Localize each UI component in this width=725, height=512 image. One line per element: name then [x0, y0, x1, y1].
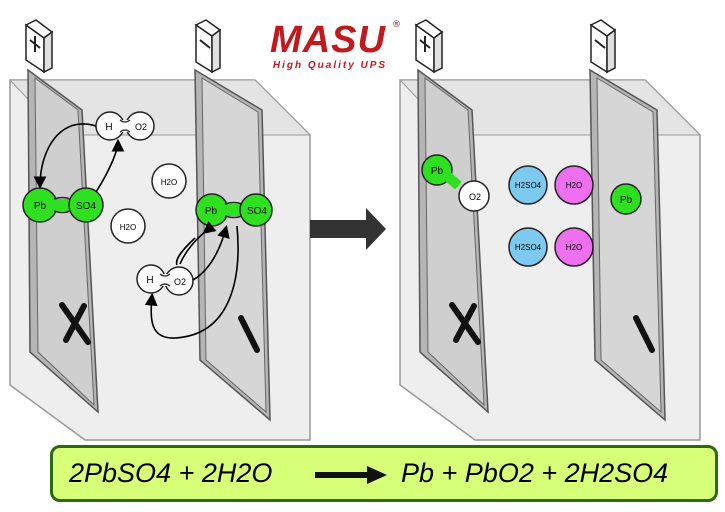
h2so4-label: H2SO4 — [515, 181, 542, 190]
h-label: H — [105, 122, 112, 133]
h-label: H — [146, 275, 153, 286]
o2-label: O2 — [174, 277, 186, 287]
h2o-molecule-1: H2O — [554, 165, 594, 205]
logo-tagline: High Quality UPS — [272, 60, 388, 71]
right-cell: Pb O2 H2SO4 H2O H2SO4 H2O Pb — [398, 19, 702, 441]
pb-label: Pb — [205, 206, 218, 217]
o2-label: O2 — [469, 192, 481, 202]
water-molecule-1: H2O — [151, 163, 187, 199]
equation-arrow-icon — [315, 466, 387, 484]
pb-so4-molecule-left: Pb SO4 — [22, 187, 104, 223]
water-label: H2O — [120, 223, 136, 232]
pb-label: Pb — [431, 166, 444, 177]
left-negative-plate — [194, 19, 271, 422]
reaction-arrows — [33, 123, 239, 339]
so4-label: SO4 — [76, 201, 96, 212]
transition-arrow — [310, 208, 386, 250]
pb-label: Pb — [620, 195, 633, 206]
h2so4-molecule-1: H2SO4 — [508, 165, 548, 205]
equation-reactants: 2PbSO4 + 2H2O — [69, 458, 273, 488]
h2o-label: H2O — [566, 243, 582, 252]
h-o2-molecule-bottom: H O2 — [136, 264, 194, 296]
h2so4-molecule-2: H2SO4 — [508, 227, 548, 267]
reaction-equation: 2PbSO4 + 2H2O Pb + PbO2 + 2H2SO4 — [50, 445, 718, 502]
masu-logo: MASU ® High Quality UPS — [258, 20, 408, 75]
h2o-label: H2O — [566, 181, 582, 190]
logo-registered-mark: ® — [392, 20, 401, 30]
plate-minus-sign — [238, 315, 260, 353]
plate-plus-sign — [449, 302, 481, 345]
equation-products: Pb + PbO2 + 2H2SO4 — [401, 458, 669, 488]
logo-wordmark: MASU — [270, 19, 386, 61]
pb-o2-molecule: Pb O2 — [421, 154, 490, 212]
pb-label: Pb — [34, 201, 47, 212]
water-molecule-2: H2O — [110, 208, 146, 244]
right-negative-plate — [589, 19, 666, 422]
h2o-molecule-2: H2O — [554, 227, 594, 267]
pb-so4-molecule-right: Pb SO4 — [195, 193, 273, 227]
right-positive-plate — [414, 19, 489, 414]
h2so4-label: H2SO4 — [515, 243, 542, 252]
pb-molecule: Pb — [610, 183, 642, 215]
so4-label: SO4 — [247, 206, 267, 217]
plate-minus-sign — [633, 315, 655, 353]
o2-label: O2 — [135, 122, 147, 132]
h-o2-molecule-top: H O2 — [95, 111, 155, 141]
water-label: H2O — [161, 178, 177, 187]
left-cell: Pb SO4 H O2 H2O H2O Pb SO4 — [8, 19, 312, 441]
plate-plus-sign — [59, 302, 91, 345]
